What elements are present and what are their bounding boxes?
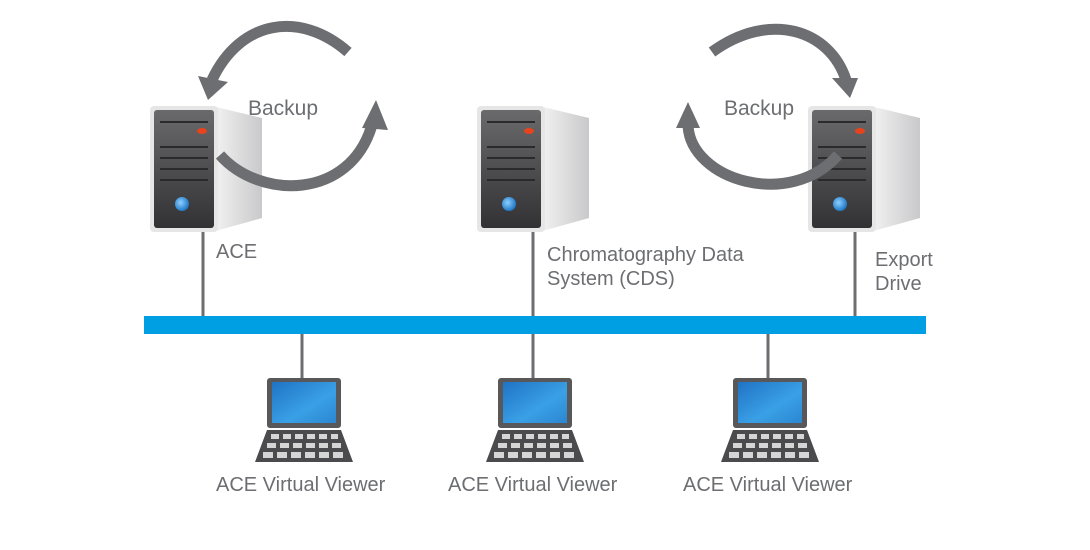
arrowhead-icon bbox=[676, 102, 700, 128]
arrowhead-icon bbox=[832, 78, 858, 98]
backup-arrow-icon bbox=[207, 20, 352, 83]
server-cds-label-line2: System (CDS) bbox=[547, 268, 675, 290]
server-cds-icon bbox=[477, 106, 589, 232]
backup-label-right: Backup bbox=[724, 97, 795, 120]
network-bus bbox=[144, 316, 926, 334]
backup-cycle-right bbox=[682, 23, 852, 190]
backup-label-left: Backup bbox=[248, 97, 319, 120]
laptop-icon bbox=[486, 378, 584, 462]
backup-arrow-icon bbox=[215, 123, 378, 192]
arrowhead-icon bbox=[198, 76, 228, 100]
client-label-3: ACE Virtual Viewer bbox=[683, 474, 853, 496]
client-label-1: ACE Virtual Viewer bbox=[216, 474, 386, 496]
backup-cycle-left bbox=[207, 20, 378, 192]
arrowhead-icon bbox=[362, 100, 388, 130]
laptop-icon bbox=[255, 378, 353, 462]
connectors bbox=[201, 230, 857, 380]
laptop-icon bbox=[721, 378, 819, 462]
backup-arrow-icon bbox=[682, 124, 843, 190]
client-label-2: ACE Virtual Viewer bbox=[448, 474, 618, 496]
server-ace-label: ACE bbox=[216, 241, 258, 263]
server-export-label-line1: Export bbox=[875, 249, 933, 271]
server-export-label-line2: Drive bbox=[875, 273, 922, 295]
server-cds-label-line1: Chromatography Data bbox=[547, 244, 744, 266]
backup-arrow-icon bbox=[708, 23, 852, 82]
